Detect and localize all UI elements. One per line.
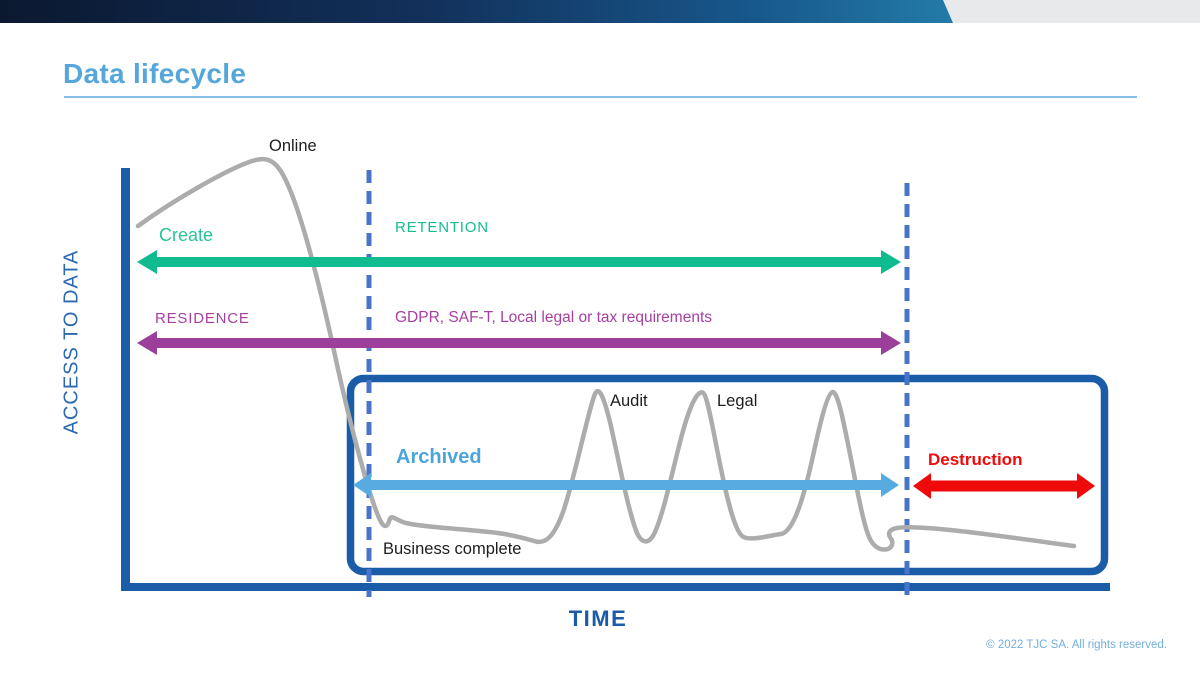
residence-label: RESIDENCE [155, 310, 250, 327]
destruction-arrowhead-right [1077, 473, 1095, 499]
destruction-label: Destruction [928, 450, 1023, 469]
y-axis-label: ACCESS TO DATA [60, 249, 83, 435]
residence-arrowhead-left [137, 331, 157, 355]
legal-label: Legal [717, 392, 758, 410]
page-title: Data lifecycle [63, 58, 247, 89]
retention-label: RETENTION [395, 219, 489, 236]
retention-arrowhead-left [137, 250, 157, 274]
retention-arrow [137, 250, 901, 274]
residence-arrowhead-right [881, 331, 901, 355]
archived-arrow [353, 473, 899, 497]
banner-gradient-bar [0, 0, 953, 23]
top-banner [0, 0, 1200, 23]
copyright-text: © 2022 TJC SA. All rights reserved. [986, 639, 1167, 651]
archived-arrowhead-right [881, 473, 899, 497]
destruction-arrow [913, 473, 1095, 499]
online-label: Online [269, 137, 317, 155]
title-underline [64, 96, 1137, 98]
business-complete-label: Business complete [383, 540, 522, 558]
y-axis [121, 168, 130, 590]
archived-arrowhead-left [353, 473, 371, 497]
archive-box [346, 374, 1109, 576]
residence-arrow [137, 331, 901, 355]
x-axis-label: TIME [568, 606, 628, 631]
archived-label: Archived [396, 446, 482, 468]
destruction-arrowhead-left [913, 473, 931, 499]
x-axis [121, 583, 1110, 591]
audit-label: Audit [610, 392, 648, 410]
residence-requirements-label: GDPR, SAF-T, Local legal or tax requirem… [395, 309, 713, 326]
create-label: Create [159, 225, 214, 245]
retention-arrowhead-right [881, 250, 901, 274]
